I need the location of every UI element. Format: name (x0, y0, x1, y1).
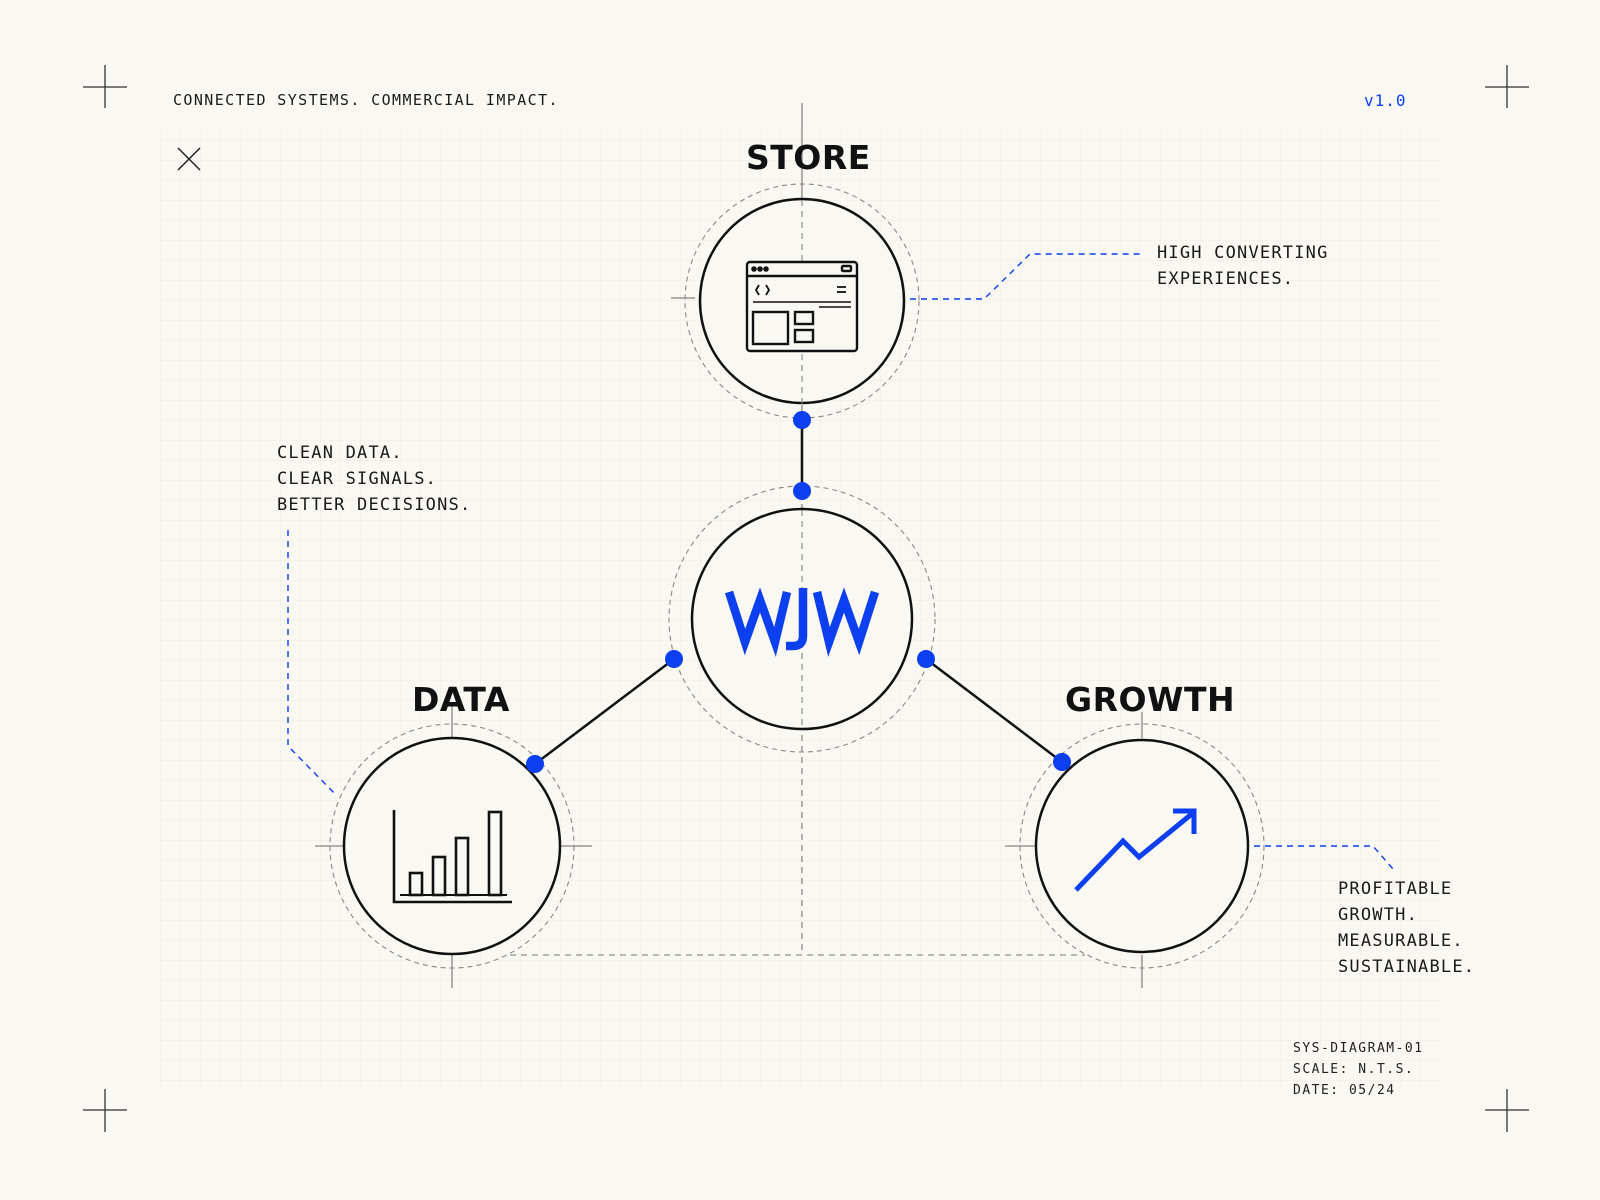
annotation-line: GROWTH. (1338, 905, 1419, 925)
growth-node (1019, 723, 1265, 969)
data-node (329, 723, 575, 969)
diagram-scale: SCALE: N.T.S. (1293, 1062, 1415, 1077)
diagram-metadata: SYS-DIAGRAM-01 SCALE: N.T.S. DATE: 05/24 (1293, 1038, 1424, 1101)
core-node (668, 485, 936, 753)
diagram-id: SYS-DIAGRAM-01 (1293, 1041, 1424, 1056)
dot-growth (1053, 753, 1071, 771)
dot-core-top (793, 482, 811, 500)
leader-data (287, 530, 338, 797)
annotation-line: EXPERIENCES. (1157, 269, 1295, 289)
close-icon (177, 147, 201, 171)
data-title: DATA (412, 680, 510, 719)
dot-store-bottom (793, 411, 811, 429)
annotation-line: CLEAR SIGNALS. (277, 469, 438, 489)
dot-core-right (917, 650, 935, 668)
registration-mark-bottom-right (1485, 1089, 1529, 1132)
store-node (684, 183, 920, 420)
bar-chart-icon (392, 810, 512, 904)
growth-annotation: PROFITABLE GROWTH. MEASURABLE. SUSTAINAB… (1338, 876, 1475, 980)
connectors (534, 420, 1063, 765)
data-annotation: CLEAN DATA. CLEAR SIGNALS. BETTER DECISI… (277, 440, 471, 518)
annotation-line: HIGH CONVERTING (1157, 243, 1329, 263)
growth-title: GROWTH (1065, 680, 1236, 719)
tagline: CONNECTED SYSTEMS. COMMERCIAL IMPACT. (173, 91, 559, 109)
dot-core-left (665, 650, 683, 668)
annotation-line: PROFITABLE (1338, 879, 1453, 899)
connector-core-data (534, 658, 675, 765)
leader-lines (287, 253, 1394, 870)
diagram-date: DATE: 05/24 (1293, 1083, 1396, 1098)
registration-mark-top-left (83, 65, 127, 108)
store-annotation: HIGH CONVERTING EXPERIENCES. (1157, 240, 1329, 292)
registration-mark-bottom-left (83, 1089, 127, 1132)
dot-data (526, 755, 544, 773)
annotation-line: BETTER DECISIONS. (277, 495, 472, 515)
connection-dots (526, 411, 1071, 773)
leader-store (910, 253, 1140, 300)
connector-core-growth (925, 658, 1063, 763)
registration-mark-top-right (1485, 65, 1529, 108)
wjw-logo (724, 587, 880, 657)
version-label: v1.0 (1364, 91, 1407, 110)
annotation-line: MEASURABLE. (1338, 931, 1464, 951)
annotation-line: SUSTAINABLE. (1338, 957, 1476, 977)
browser-window-icon (745, 260, 859, 353)
trend-arrow-icon (1074, 808, 1197, 892)
store-title: STORE (746, 138, 871, 177)
annotation-line: CLEAN DATA. (277, 443, 403, 463)
